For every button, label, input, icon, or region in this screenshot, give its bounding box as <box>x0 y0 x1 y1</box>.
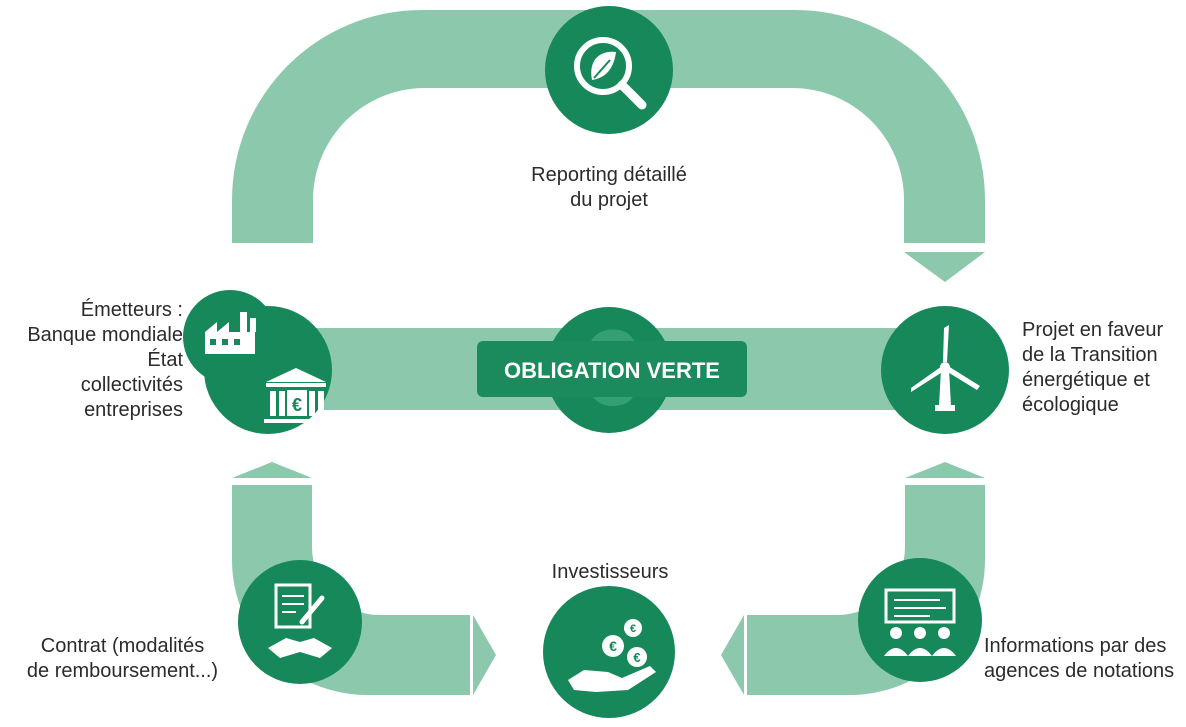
agencies-label-line-1: Informations par des <box>984 635 1167 657</box>
svg-text:€: € <box>609 638 617 654</box>
project-label-line-1: Projet en faveur <box>1022 319 1164 341</box>
issuers-label-line-4: collectivités <box>80 374 183 396</box>
bottom-left-arrow-right <box>473 615 496 695</box>
top-arc-band <box>232 10 985 243</box>
issuers-label: Émetteurs : Banque mondiale État collect… <box>0 298 183 423</box>
bottom-right-arrow-left <box>721 615 744 695</box>
rating-agency-icon <box>884 588 956 656</box>
agencies-circle <box>858 558 982 682</box>
project-label-line-3: énergétique et <box>1022 369 1150 391</box>
issuers-label-line-5: entreprises <box>84 399 183 421</box>
contract-label: Contrat (modalités de remboursement...) <box>10 634 235 684</box>
svg-text:€: € <box>292 395 302 415</box>
bank-euro-icon: € <box>264 368 328 423</box>
agencies-label: Informations par des agences de notation… <box>984 634 1184 684</box>
svg-text:€: € <box>630 623 636 635</box>
project-label-line-4: écologique <box>1022 394 1119 416</box>
contract-handshake-icon <box>268 583 332 658</box>
reporting-label-line-1: Reporting détaillé <box>531 164 687 186</box>
factory-icon <box>205 312 256 354</box>
center-pill-bg <box>477 341 747 397</box>
investors-label-text: Investisseurs <box>551 561 669 583</box>
reporting-label: Reporting détaillé du projet <box>500 163 718 213</box>
hand-coins-icon: € € € <box>568 619 656 692</box>
issuers-label-line-3: État <box>147 349 183 371</box>
leaf-magnifier-icon <box>574 37 647 110</box>
issuers-label-line-1: Émetteurs : <box>80 299 183 321</box>
reporting-label-line-2: du projet <box>570 189 648 211</box>
contract-label-line-1: Contrat (modalités <box>40 635 205 657</box>
investors-label: Investisseurs <box>520 560 700 585</box>
bottom-right-arrow-up <box>905 462 985 478</box>
project-label: Projet en faveur de la Transition énergé… <box>1022 318 1182 418</box>
issuers-label-line-2: Banque mondiale <box>27 324 183 346</box>
svg-text:€: € <box>633 650 640 665</box>
wind-turbine-icon <box>911 325 980 411</box>
project-label-line-2: de la Transition <box>1022 344 1158 366</box>
agencies-label-line-2: agences de notations <box>984 660 1175 682</box>
bottom-left-arrow-up <box>232 462 312 478</box>
top-arc-arrow <box>904 252 985 282</box>
center-pill-label: OBLIGATION VERTE <box>504 358 720 383</box>
contract-label-line-2: de remboursement...) <box>26 660 219 682</box>
